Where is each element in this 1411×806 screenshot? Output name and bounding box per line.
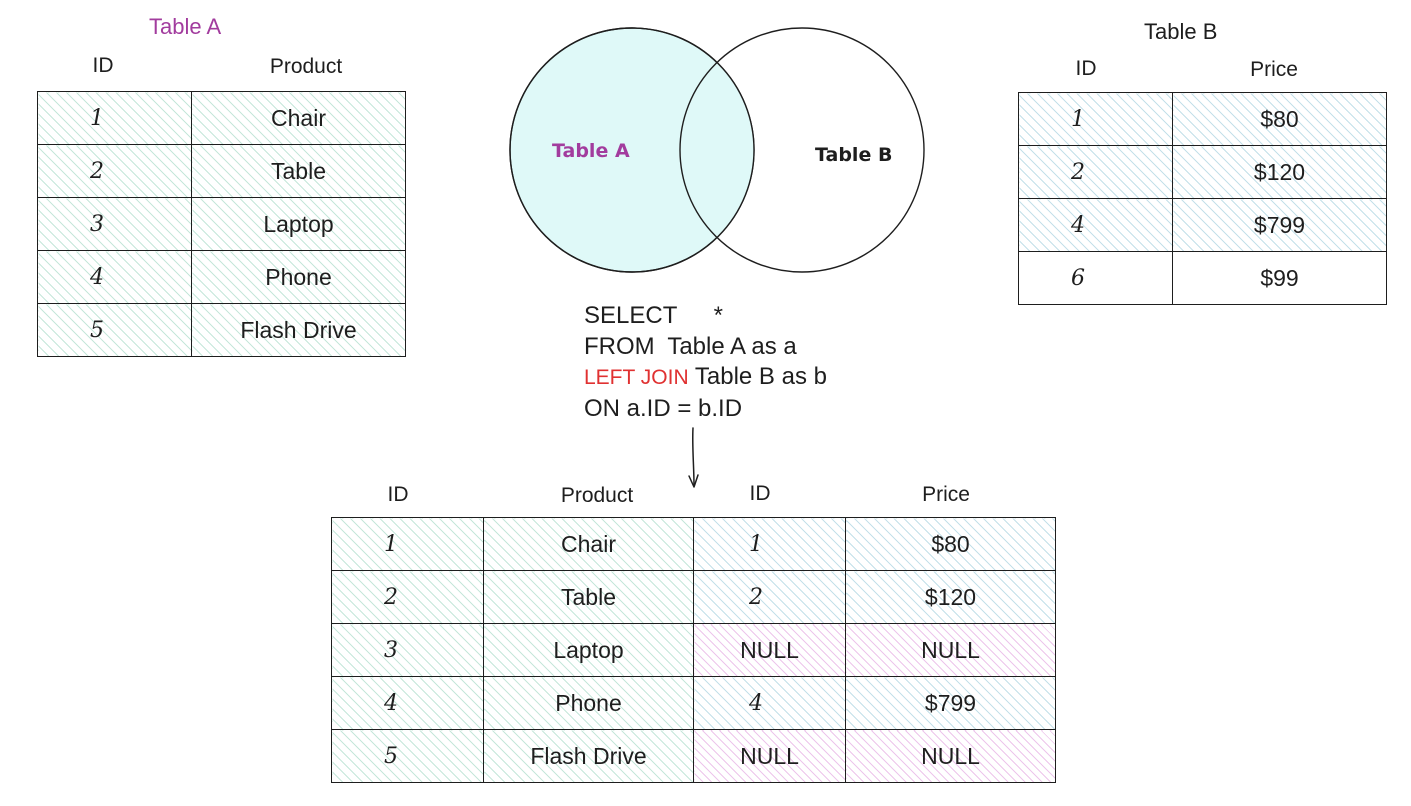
result-b-id-cell: 4: [693, 676, 846, 730]
table-row: 6 $99: [1018, 251, 1387, 305]
result-header-b-id: ID: [749, 482, 771, 505]
table-row: 1 Chair: [37, 91, 406, 145]
result-a-id-cell: 5: [331, 729, 484, 783]
table-a-id-cell: 5: [37, 303, 192, 357]
result-b-id-null-cell: NULL: [693, 623, 846, 677]
table-row: 3 Laptop: [37, 197, 406, 251]
table-b-header-price: Price: [1250, 58, 1298, 81]
table-row: 2 Table: [37, 144, 406, 198]
sql-line-on: ON a.ID = b.ID: [584, 394, 743, 422]
result-product-cell: Table: [483, 570, 694, 624]
result-a-id-cell: 3: [331, 623, 484, 677]
table-a-product-cell: Chair: [191, 91, 406, 145]
table-a-product-cell: Flash Drive: [191, 303, 406, 357]
result-b-id-null-cell: NULL: [693, 729, 846, 783]
table-a-product-cell: Table: [191, 144, 406, 198]
result-product-cell: Chair: [483, 517, 694, 571]
venn-circle-b: [679, 27, 925, 273]
table-b-id-cell: 6: [1018, 251, 1173, 305]
table-a: 1 Chair 2 Table 3 Laptop 4 Phone 5 Flash…: [37, 91, 406, 357]
result-product-cell: Laptop: [483, 623, 694, 677]
table-a-id-cell: 1: [37, 91, 192, 145]
table-row: 5 Flash Drive: [37, 303, 406, 357]
table-a-id-cell: 2: [37, 144, 192, 198]
result-header-product: Product: [560, 484, 634, 507]
result-price-cell: $80: [845, 517, 1056, 571]
table-a-id-cell: 4: [37, 250, 192, 304]
venn-label-a: Table A: [552, 140, 630, 162]
sql-select-keyword: SELECT: [584, 302, 677, 329]
result-price-null-cell: NULL: [845, 729, 1056, 783]
venn-label-b: Table B: [815, 144, 893, 166]
table-row: 1 Chair 1 $80: [331, 517, 1056, 571]
result-a-id-cell: 1: [331, 517, 484, 571]
sql-select-star: *: [713, 302, 723, 329]
table-b-price-cell: $799: [1172, 198, 1387, 252]
sql-line-from: FROM Table A as a: [584, 332, 827, 363]
table-b: 1 $80 2 $120 4 $799 6 $99: [1018, 92, 1387, 305]
table-row: 2 $120: [1018, 145, 1387, 199]
sql-left-join-keyword: LEFT JOIN: [584, 366, 689, 389]
table-row: 5 Flash Drive NULL NULL: [331, 729, 1056, 783]
table-b-price-cell: $80: [1172, 92, 1387, 146]
sql-line-join: LEFT JOIN Table B as b: [584, 362, 827, 394]
result-product-cell: Flash Drive: [483, 729, 694, 783]
table-row: 4 Phone: [37, 250, 406, 304]
result-product-cell: Phone: [483, 676, 694, 730]
table-a-header-product: Product: [269, 55, 343, 78]
result-table: 1 Chair 1 $80 2 Table 2 $120 3 Laptop NU…: [331, 517, 1056, 783]
table-a-product-cell: Phone: [191, 250, 406, 304]
table-b-title: Table B: [1144, 19, 1218, 44]
result-a-id-cell: 4: [331, 676, 484, 730]
result-header-a-id: ID: [387, 483, 409, 506]
sql-line-select: SELECT *: [584, 301, 827, 332]
result-b-id-cell: 2: [693, 570, 846, 624]
result-b-id-cell: 1: [693, 517, 846, 571]
table-b-id-cell: 4: [1018, 198, 1173, 252]
sql-from-table: Table A as a: [667, 332, 797, 360]
result-price-cell: $799: [845, 676, 1056, 730]
table-b-price-cell: $99: [1172, 251, 1387, 305]
result-header-price: Price: [922, 483, 970, 506]
venn-diagram: [509, 27, 925, 273]
table-b-id-cell: 2: [1018, 145, 1173, 199]
sql-join-table: Table B as b: [694, 363, 827, 390]
table-row: 4 Phone 4 $799: [331, 676, 1056, 730]
table-a-id-cell: 3: [37, 197, 192, 251]
table-b-price-cell: $120: [1172, 145, 1387, 199]
table-row: 1 $80: [1018, 92, 1387, 146]
table-a-header-id: ID: [92, 54, 114, 77]
table-b-header-id: ID: [1075, 57, 1097, 80]
result-price-null-cell: NULL: [845, 623, 1056, 677]
sql-from-keyword: FROM: [584, 332, 655, 360]
table-row: 4 $799: [1018, 198, 1387, 252]
sql-query: SELECT * FROM Table A as a LEFT JOIN Tab…: [584, 301, 827, 424]
table-row: 3 Laptop NULL NULL: [331, 623, 1056, 677]
table-a-product-cell: Laptop: [191, 197, 406, 251]
table-a-title: Table A: [149, 14, 222, 39]
result-price-cell: $120: [845, 570, 1056, 624]
table-row: 2 Table 2 $120: [331, 570, 1056, 624]
result-a-id-cell: 2: [331, 570, 484, 624]
table-b-id-cell: 1: [1018, 92, 1173, 146]
arrow-down-icon: [688, 427, 699, 488]
